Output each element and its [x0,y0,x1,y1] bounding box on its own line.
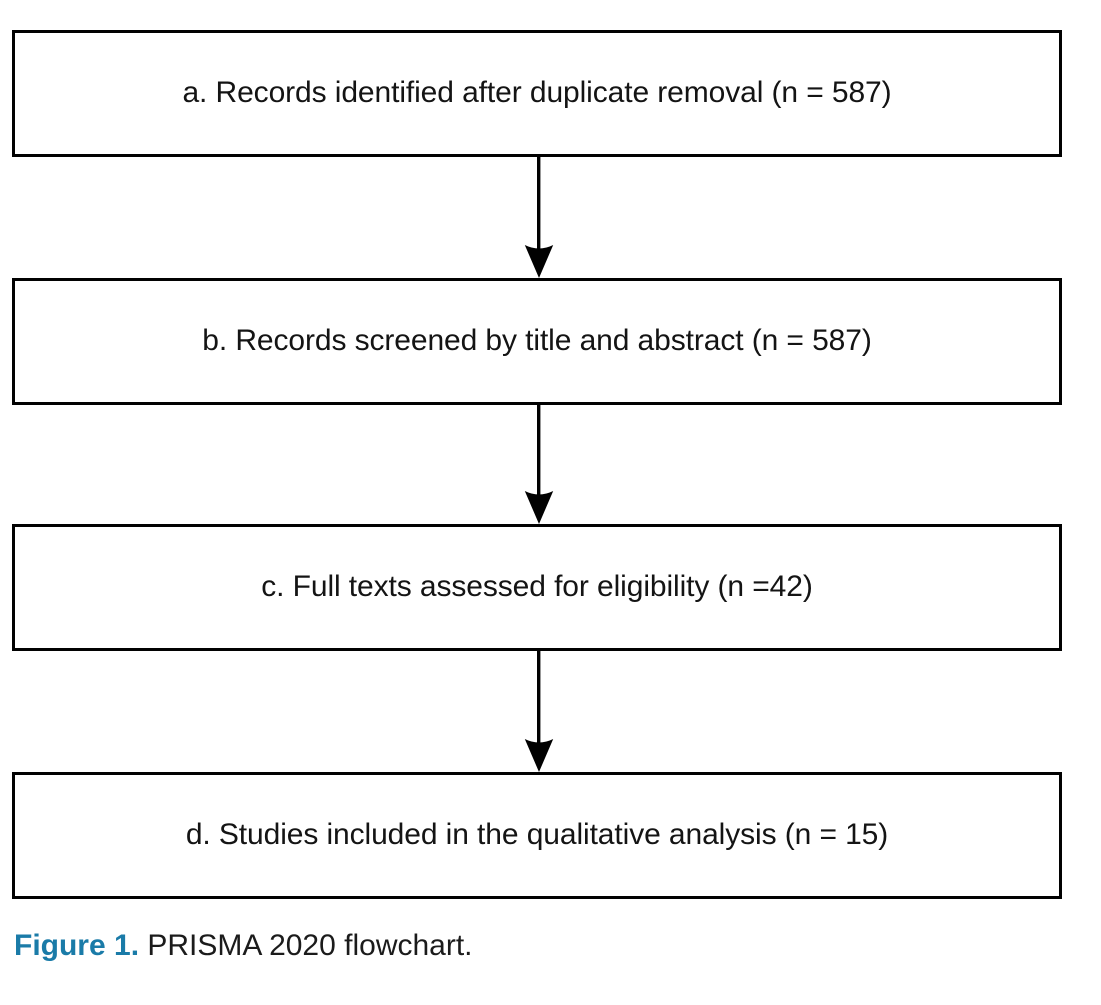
flow-box-d-studies-included: d. Studies included in the qualitative a… [12,772,1062,899]
flow-box-a-records-identified: a. Records identified after duplicate re… [12,30,1062,157]
flow-box-c-label: c. Full texts assessed for eligibility (… [261,570,813,604]
flow-box-c-full-texts-assessed: c. Full texts assessed for eligibility (… [12,524,1062,651]
flow-box-b-label: b. Records screened by title and abstrac… [202,324,872,358]
arrow-b-to-c-icon [524,404,554,524]
arrow-c-to-d-icon [524,650,554,772]
figure-caption-text: PRISMA 2020 flowchart. [139,929,473,962]
flow-box-a-label: a. Records identified after duplicate re… [182,76,892,110]
figure-caption-number: Figure 1. [14,929,140,962]
figure-caption: Figure 1. PRISMA 2020 flowchart. [14,928,473,964]
arrow-a-to-b-icon [524,157,554,278]
flow-box-d-label: d. Studies included in the qualitative a… [185,818,889,852]
flow-box-b-records-screened: b. Records screened by title and abstrac… [12,278,1062,405]
